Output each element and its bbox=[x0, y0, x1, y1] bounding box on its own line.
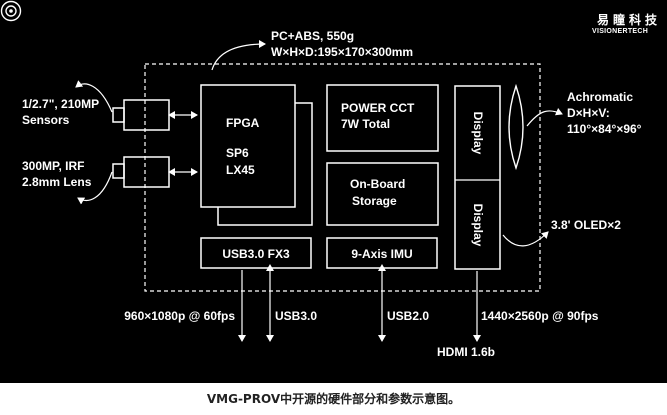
lens-line2: D×H×V: bbox=[567, 106, 610, 120]
sensor-top-arrow bbox=[75, 80, 113, 113]
sensor-bottom-line2: 2.8mm Lens bbox=[22, 175, 92, 189]
power-box bbox=[326, 84, 439, 152]
brand-name-en: VISIONERTECH bbox=[592, 28, 649, 35]
usb2-label: USB2.0 bbox=[387, 309, 429, 323]
fpga-box bbox=[200, 84, 296, 208]
lens-line3: 110°×84°×96° bbox=[567, 122, 642, 136]
lens-shape bbox=[508, 83, 524, 171]
spec-dimensions: W×H×D:195×170×300mm bbox=[271, 45, 413, 59]
display-top-label: Display bbox=[471, 112, 485, 155]
imu-label: 9-Axis IMU bbox=[351, 247, 412, 261]
sensor-top-line1: 1/2.7", 210MP bbox=[22, 97, 99, 111]
diagram-canvas: PC+ABS, 550g W×H×D:195×170×300mm 1/2.7",… bbox=[22, 29, 642, 359]
fpga-title: FPGA bbox=[226, 116, 260, 130]
figure-caption: VMG-PROV中开源的硬件部分和参数示意图。 bbox=[206, 392, 461, 406]
camera-bottom bbox=[112, 156, 170, 188]
hdmi-label: HDMI 1.6b bbox=[437, 345, 495, 359]
storage-box bbox=[326, 162, 439, 226]
oled-arrow bbox=[502, 231, 549, 247]
fpga-model-line1: SP6 bbox=[226, 146, 249, 160]
spec-arrow bbox=[211, 40, 266, 71]
resolution-out-label: 1440×2560p @ 90fps bbox=[481, 309, 599, 323]
usb3-label: USB3.0 bbox=[275, 309, 317, 323]
usb-chip-box bbox=[200, 237, 312, 269]
display-bottom-label: Display bbox=[471, 204, 485, 247]
resolution-in-label: 960×1080p @ 60fps bbox=[124, 309, 235, 323]
lens-line1: Achromatic bbox=[567, 90, 633, 104]
brand-name-cn: 易瞳科技 bbox=[597, 13, 662, 27]
storage-line2: Storage bbox=[352, 194, 397, 208]
device-enclosure bbox=[144, 63, 541, 292]
sensor-top-line2: Sensors bbox=[22, 113, 70, 127]
fpga-model-line2: LX45 bbox=[226, 163, 255, 177]
sensor-bottom-arrow bbox=[77, 171, 113, 205]
camera-top bbox=[112, 99, 170, 131]
power-line1: POWER CCT bbox=[341, 101, 415, 115]
usb-chip-label: USB3.0 FX3 bbox=[222, 247, 290, 261]
lens-arrow bbox=[526, 107, 563, 127]
oled-label: 3.8' OLED×2 bbox=[551, 218, 621, 232]
sensor-bottom-line1: 300MP, IRF bbox=[22, 159, 84, 173]
eye-logo-icon bbox=[0, 0, 22, 22]
power-line2: 7W Total bbox=[341, 117, 390, 131]
display-column bbox=[454, 85, 501, 270]
spec-material: PC+ABS, 550g bbox=[271, 29, 354, 43]
hardware-diagram: PC+ABS, 550g W×H×D:195×170×300mm 1/2.7",… bbox=[0, 0, 667, 383]
storage-line1: On-Board bbox=[350, 177, 405, 191]
